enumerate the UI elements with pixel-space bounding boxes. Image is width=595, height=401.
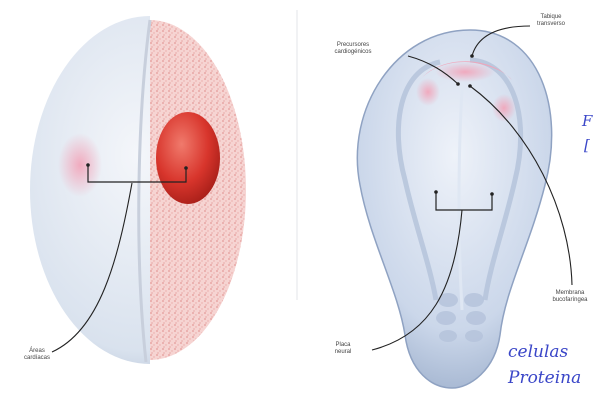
label-cardiac-areas: Áreas cardíacas bbox=[14, 348, 60, 362]
handwriting-margin-mark-2: [ bbox=[584, 136, 590, 154]
label-cardiogenic-precursors: Precursores cardiogénicos bbox=[322, 42, 384, 56]
label-neural-plate: Placa neural bbox=[320, 342, 366, 356]
handwriting-line-1: celulas bbox=[508, 342, 568, 362]
label-septum-transversum: Tabique transverso bbox=[526, 14, 576, 28]
label-buccopharyngeal-membrane: Membrana bucofaríngea bbox=[546, 290, 594, 304]
left-embryo bbox=[30, 16, 270, 364]
handwriting-line-2: Proteina bbox=[508, 368, 581, 388]
handwriting-margin-mark-1: F bbox=[582, 112, 592, 130]
right-embryo bbox=[357, 26, 572, 388]
